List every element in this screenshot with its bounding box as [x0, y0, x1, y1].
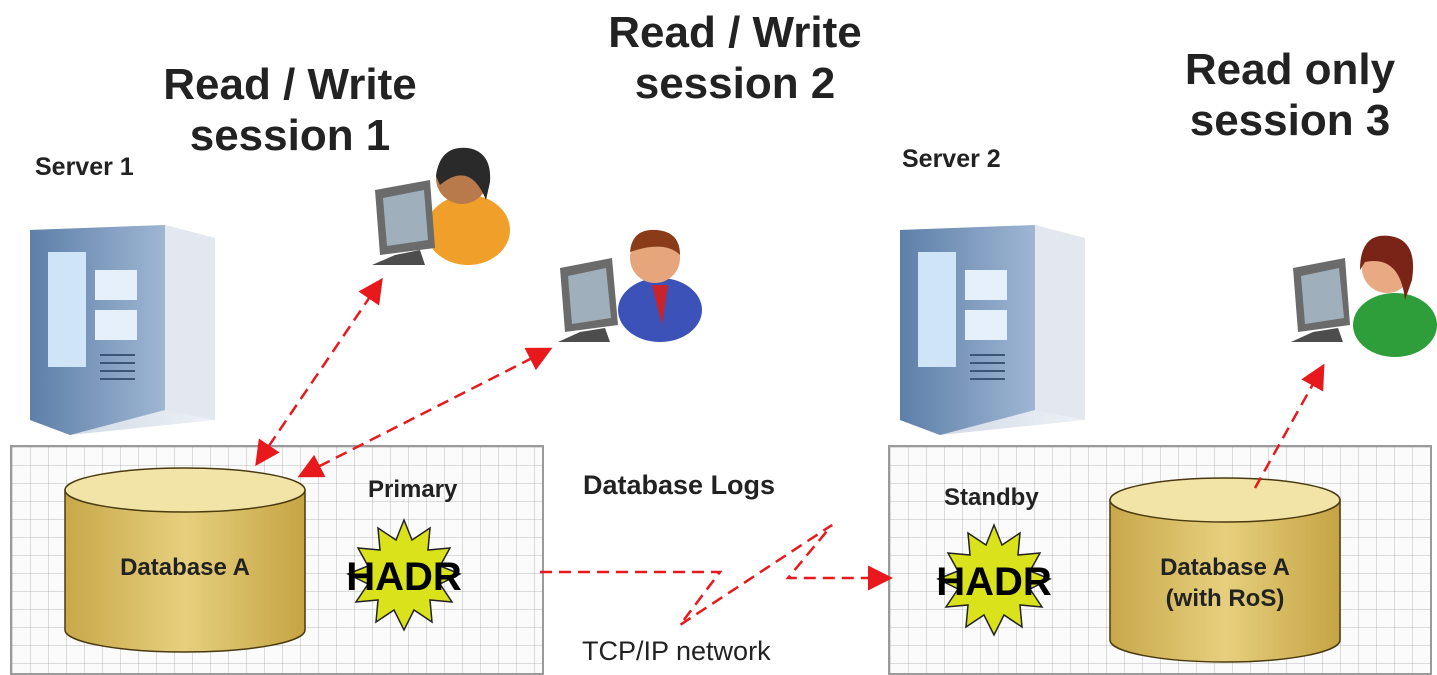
- standby-label: Standby: [944, 484, 1039, 511]
- arrow-standby-to-user-3: [1253, 363, 1325, 489]
- primary-label: Primary: [368, 476, 458, 503]
- hadr-primary-star: [346, 517, 462, 632]
- hadr-standby-star: [936, 522, 1052, 637]
- server-2-label: Server 2: [902, 145, 1001, 173]
- hadr-primary-text: HADR: [346, 555, 462, 599]
- arrow-db-to-user-1: [255, 277, 383, 467]
- database-a-primary-label: Database A: [120, 554, 250, 581]
- user-3-icon: [1291, 235, 1437, 357]
- hadr-standby-text: HADR: [936, 560, 1052, 604]
- arrow-db-to-user-2: [297, 347, 553, 478]
- database-logs-label: Database Logs: [583, 470, 776, 500]
- tcp-ip-network-label: TCP/IP network: [582, 636, 771, 666]
- network-log-line: [540, 523, 893, 627]
- database-a-standby-cylinder: [1109, 477, 1341, 663]
- user-1-icon: [372, 147, 510, 265]
- user-2-icon: [558, 229, 702, 342]
- database-a-standby-label: Database A(with RoS): [1160, 554, 1290, 613]
- server-2-icon: [900, 225, 1085, 435]
- server-1-label: Server 1: [35, 153, 134, 181]
- database-a-primary-cylinder: [64, 467, 306, 653]
- server-1-icon: [30, 225, 215, 435]
